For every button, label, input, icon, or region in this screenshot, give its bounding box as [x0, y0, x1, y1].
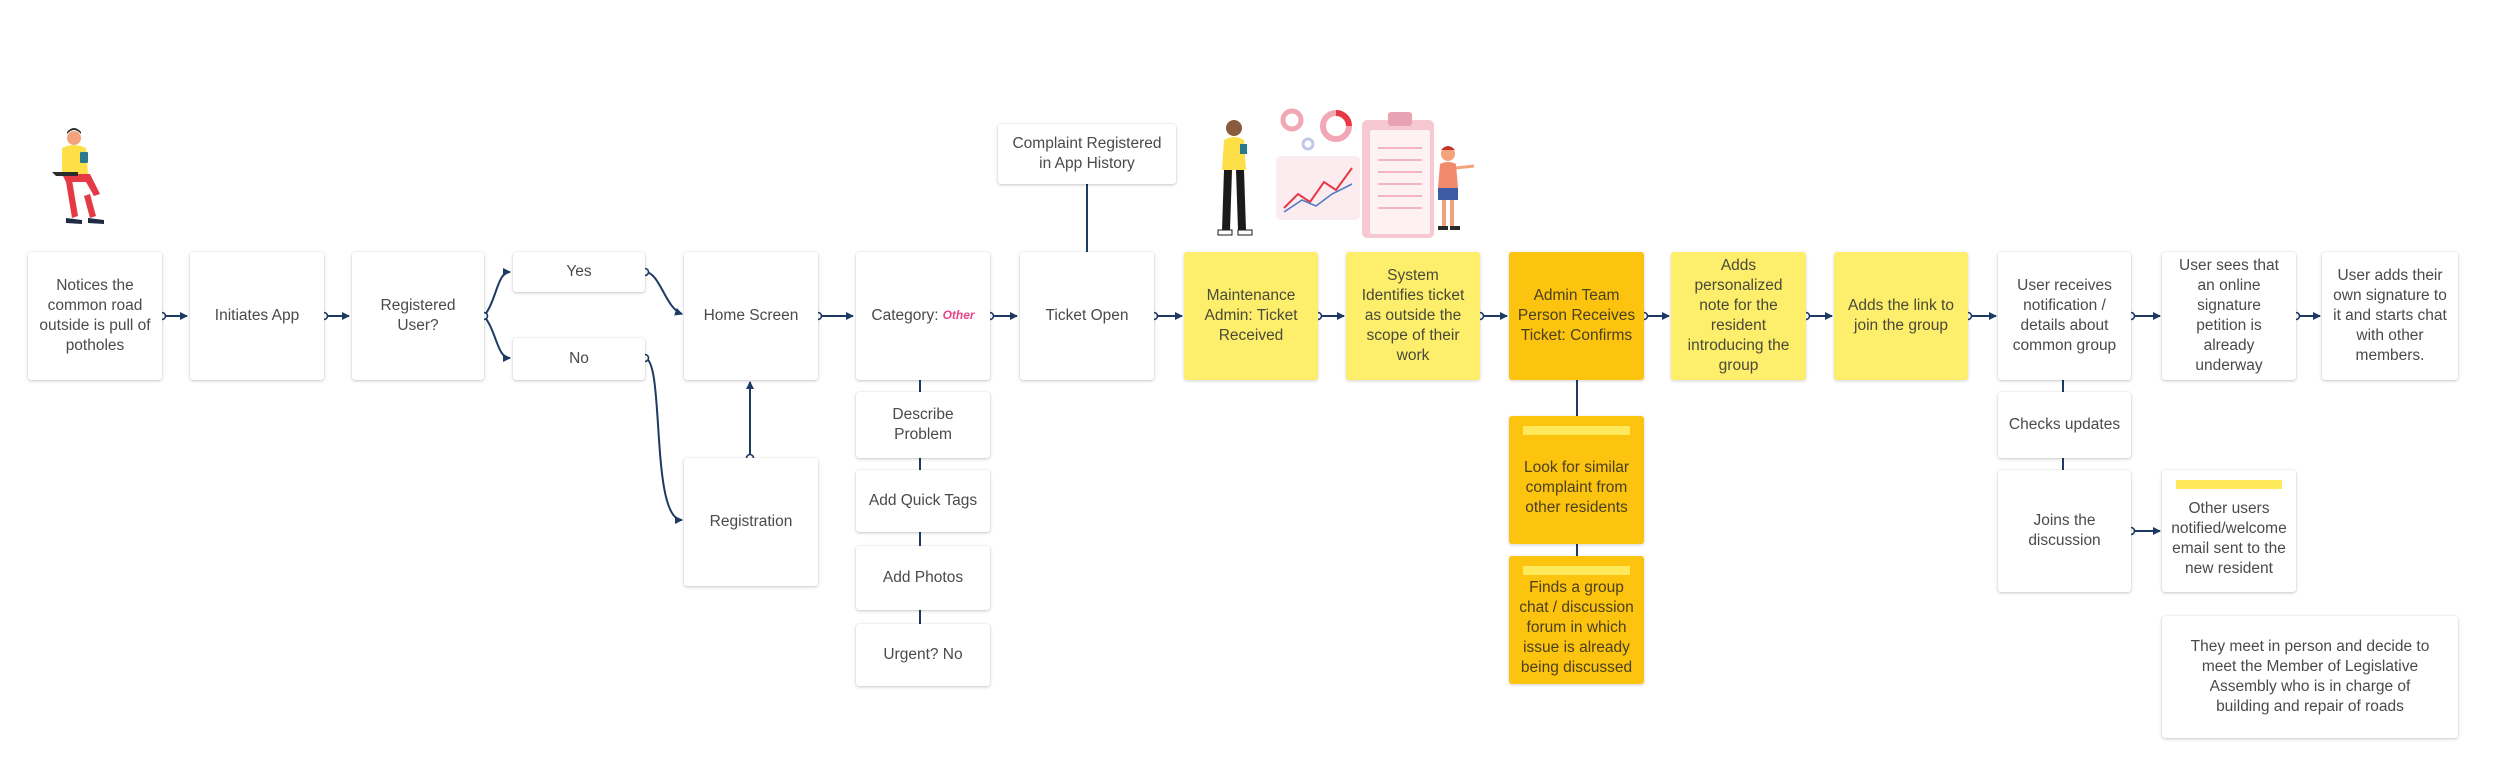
describe-problem-step: Describe Problem [856, 392, 990, 458]
notices-potholes-step: Notices the common road outside is pull … [28, 252, 162, 380]
category-value: Other [942, 308, 975, 323]
arrow-no-registration [644, 357, 683, 524]
registration-step: Registration [684, 458, 818, 586]
urgent-step: Urgent? No [856, 624, 990, 686]
petition-underway-step: User sees that an online signature petit… [2162, 252, 2296, 380]
checks-updates-step: Checks updates [1998, 392, 2131, 458]
plain-links [919, 184, 2064, 624]
registered-user-decision: Registered User? [352, 252, 484, 380]
other-users-notified-step: Other users notified/welcome email sent … [2162, 470, 2296, 592]
admin-team-step: Admin Team Person Receives Ticket: Confi… [1509, 252, 1644, 380]
system-identifies-step: System Identifies ticket as outside the … [1346, 252, 1480, 380]
joins-discussion-step: Joins the discussion [1998, 470, 2131, 592]
complaint-history-note: Complaint Registered in App History [998, 124, 1176, 184]
arrow-yes-home [644, 271, 683, 316]
category-label: Category: [871, 306, 939, 324]
no-branch: No [513, 338, 645, 380]
maintenance-admin-step: Maintenance Admin: Ticket Received [1184, 252, 1318, 380]
finds-group-step: Finds a group chat / discussion forum in… [1509, 556, 1644, 684]
yes-branch: Yes [513, 252, 645, 292]
personalized-note-step: Adds personalized note for the resident … [1671, 252, 1806, 380]
arrow-registered-yes [483, 268, 511, 317]
user-receives-step: User receives notification / details abo… [1998, 252, 2131, 380]
look-similar-step: Look for similar complaint from other re… [1509, 416, 1644, 544]
add-photos-step: Add Photos [856, 546, 990, 610]
initiates-app-step: Initiates App [190, 252, 324, 380]
category-step: Category: Other [856, 252, 990, 380]
team-charts-illustration [1217, 108, 1475, 238]
adds-signature-step: User adds their own signature to it and … [2322, 252, 2458, 380]
meet-mla-step: They meet in person and decide to meet t… [2162, 616, 2458, 738]
person-sitting-illustration [52, 128, 104, 224]
ticket-open-step: Ticket Open [1020, 252, 1154, 380]
add-quick-tags-step: Add Quick Tags [856, 470, 990, 532]
arrow-registered-no [483, 315, 511, 362]
home-screen-step: Home Screen [684, 252, 818, 380]
flow-arrows [162, 268, 2321, 535]
adds-link-step: Adds the link to join the group [1834, 252, 1968, 380]
